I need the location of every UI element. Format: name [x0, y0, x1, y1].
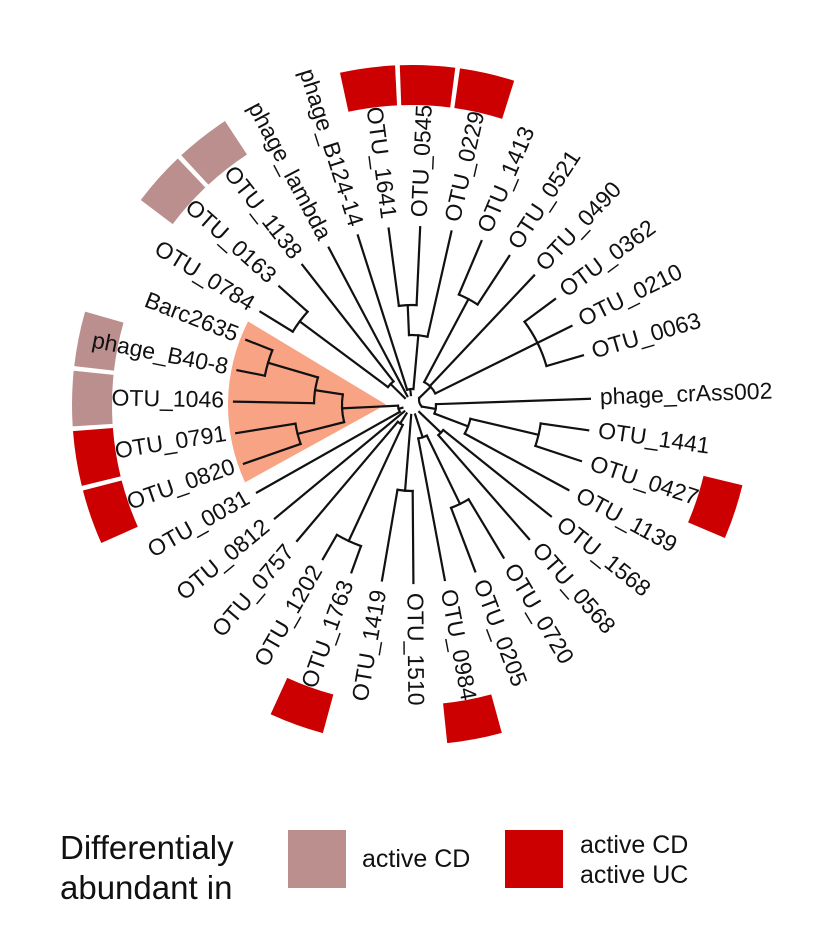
abundance-marker — [72, 370, 114, 427]
abundance-marker — [339, 65, 398, 112]
legend-title-line1: Differentialy — [60, 829, 234, 866]
tree-branch — [417, 396, 424, 409]
tree-branch — [425, 434, 462, 506]
phylogenetic-tree: phage_crAss002OTU_1441OTU_0427OTU_1139OT… — [72, 64, 773, 744]
tree-branch — [449, 506, 477, 573]
abundance-marker — [443, 694, 502, 744]
tree-branch — [300, 263, 396, 383]
tree-branch — [356, 234, 409, 392]
tree-branch — [242, 442, 303, 466]
tree-branch — [433, 341, 539, 395]
tree-branch — [463, 432, 570, 492]
tree-branch — [534, 444, 583, 463]
tip-label: OTU_1046 — [111, 384, 224, 412]
tip-label: OTU_1641 — [362, 105, 403, 220]
abundance-marker — [399, 64, 456, 108]
tree-branch — [417, 410, 443, 435]
tip-label: OTU_0791 — [113, 420, 228, 463]
abundance-marker — [181, 121, 247, 185]
legend-label-line2: active UC — [580, 861, 689, 889]
tip-label: OTU_1441 — [597, 417, 712, 459]
tree-branch — [436, 433, 531, 541]
tree-branch — [388, 382, 407, 400]
legend-title: Differentialy abundant in — [60, 828, 290, 908]
tree-branch — [295, 420, 400, 543]
tree-branch — [347, 423, 405, 543]
legend-label-line1: active CD — [580, 831, 689, 859]
abundance-marker — [73, 428, 121, 486]
legend-title-line2: abundant in — [60, 869, 233, 906]
tree-branch — [244, 338, 274, 352]
legend: Differentialy abundant in active CD acti… — [0, 810, 834, 920]
abundance-marker — [74, 311, 124, 371]
tree-branch — [397, 406, 404, 411]
tree-branch — [296, 420, 346, 436]
tree-branch — [433, 412, 470, 428]
tree-branch — [522, 297, 557, 324]
tree-branch — [321, 533, 339, 561]
tree-branch — [422, 297, 470, 384]
tree-branch — [255, 410, 402, 494]
tree-branch — [403, 413, 413, 492]
tip-label: OTU_1510 — [402, 593, 429, 706]
tree-branch — [327, 246, 409, 398]
tree-branch — [411, 489, 415, 585]
abundance-marker — [454, 68, 515, 119]
tip-label: OTU_0984 — [436, 587, 482, 703]
tree-branch — [273, 409, 406, 521]
tree-branch — [236, 368, 267, 378]
tree-branch — [535, 324, 573, 345]
tree-branch — [428, 273, 536, 388]
tree-branch — [457, 239, 483, 296]
tree-branch — [434, 397, 592, 406]
tree-branch — [387, 227, 401, 308]
tree-branch — [406, 303, 411, 337]
tree-branch — [467, 497, 506, 560]
tree-branch — [441, 428, 553, 518]
tree-branch — [417, 385, 433, 400]
legend-label-active-cd: active CD — [362, 845, 471, 873]
tree-branch — [416, 437, 447, 582]
tip-label: phage_crAss002 — [599, 378, 772, 410]
tree-branch — [415, 226, 422, 307]
tip-label: OTU_0545 — [406, 104, 437, 218]
abundance-marker — [688, 475, 743, 539]
tree-branch — [539, 422, 590, 432]
tree-branch — [469, 417, 540, 437]
legend-swatch-active-cd — [288, 830, 346, 888]
tree-branch — [420, 405, 437, 411]
abundance-marker — [82, 480, 138, 543]
tree-branch — [545, 354, 585, 368]
tip-label: OTU_1419 — [347, 588, 392, 703]
abundance-marker — [270, 677, 334, 734]
abundance-ring — [72, 64, 743, 744]
tree-branch — [340, 404, 400, 410]
tree-branch — [298, 319, 390, 389]
tree-branch — [426, 230, 453, 339]
abundance-marker — [140, 158, 206, 225]
tree-branch — [398, 411, 409, 426]
tree-branch — [350, 544, 363, 574]
tree-branch — [412, 334, 420, 391]
tree-branch — [409, 387, 413, 397]
tree-branch — [313, 388, 345, 396]
tree-branch — [266, 361, 320, 379]
legend-swatch-active-cd-uc — [505, 830, 563, 888]
tree-branch — [476, 254, 511, 307]
tree-branch — [234, 422, 297, 435]
tree-branch — [380, 488, 399, 582]
tree-branch — [258, 310, 295, 334]
legend-label-active-cd-uc: active CD active UC — [580, 830, 688, 890]
tree-branch — [232, 400, 316, 405]
tree-branch — [277, 284, 310, 314]
tree-branch — [413, 413, 425, 439]
tree-branches — [232, 226, 592, 585]
